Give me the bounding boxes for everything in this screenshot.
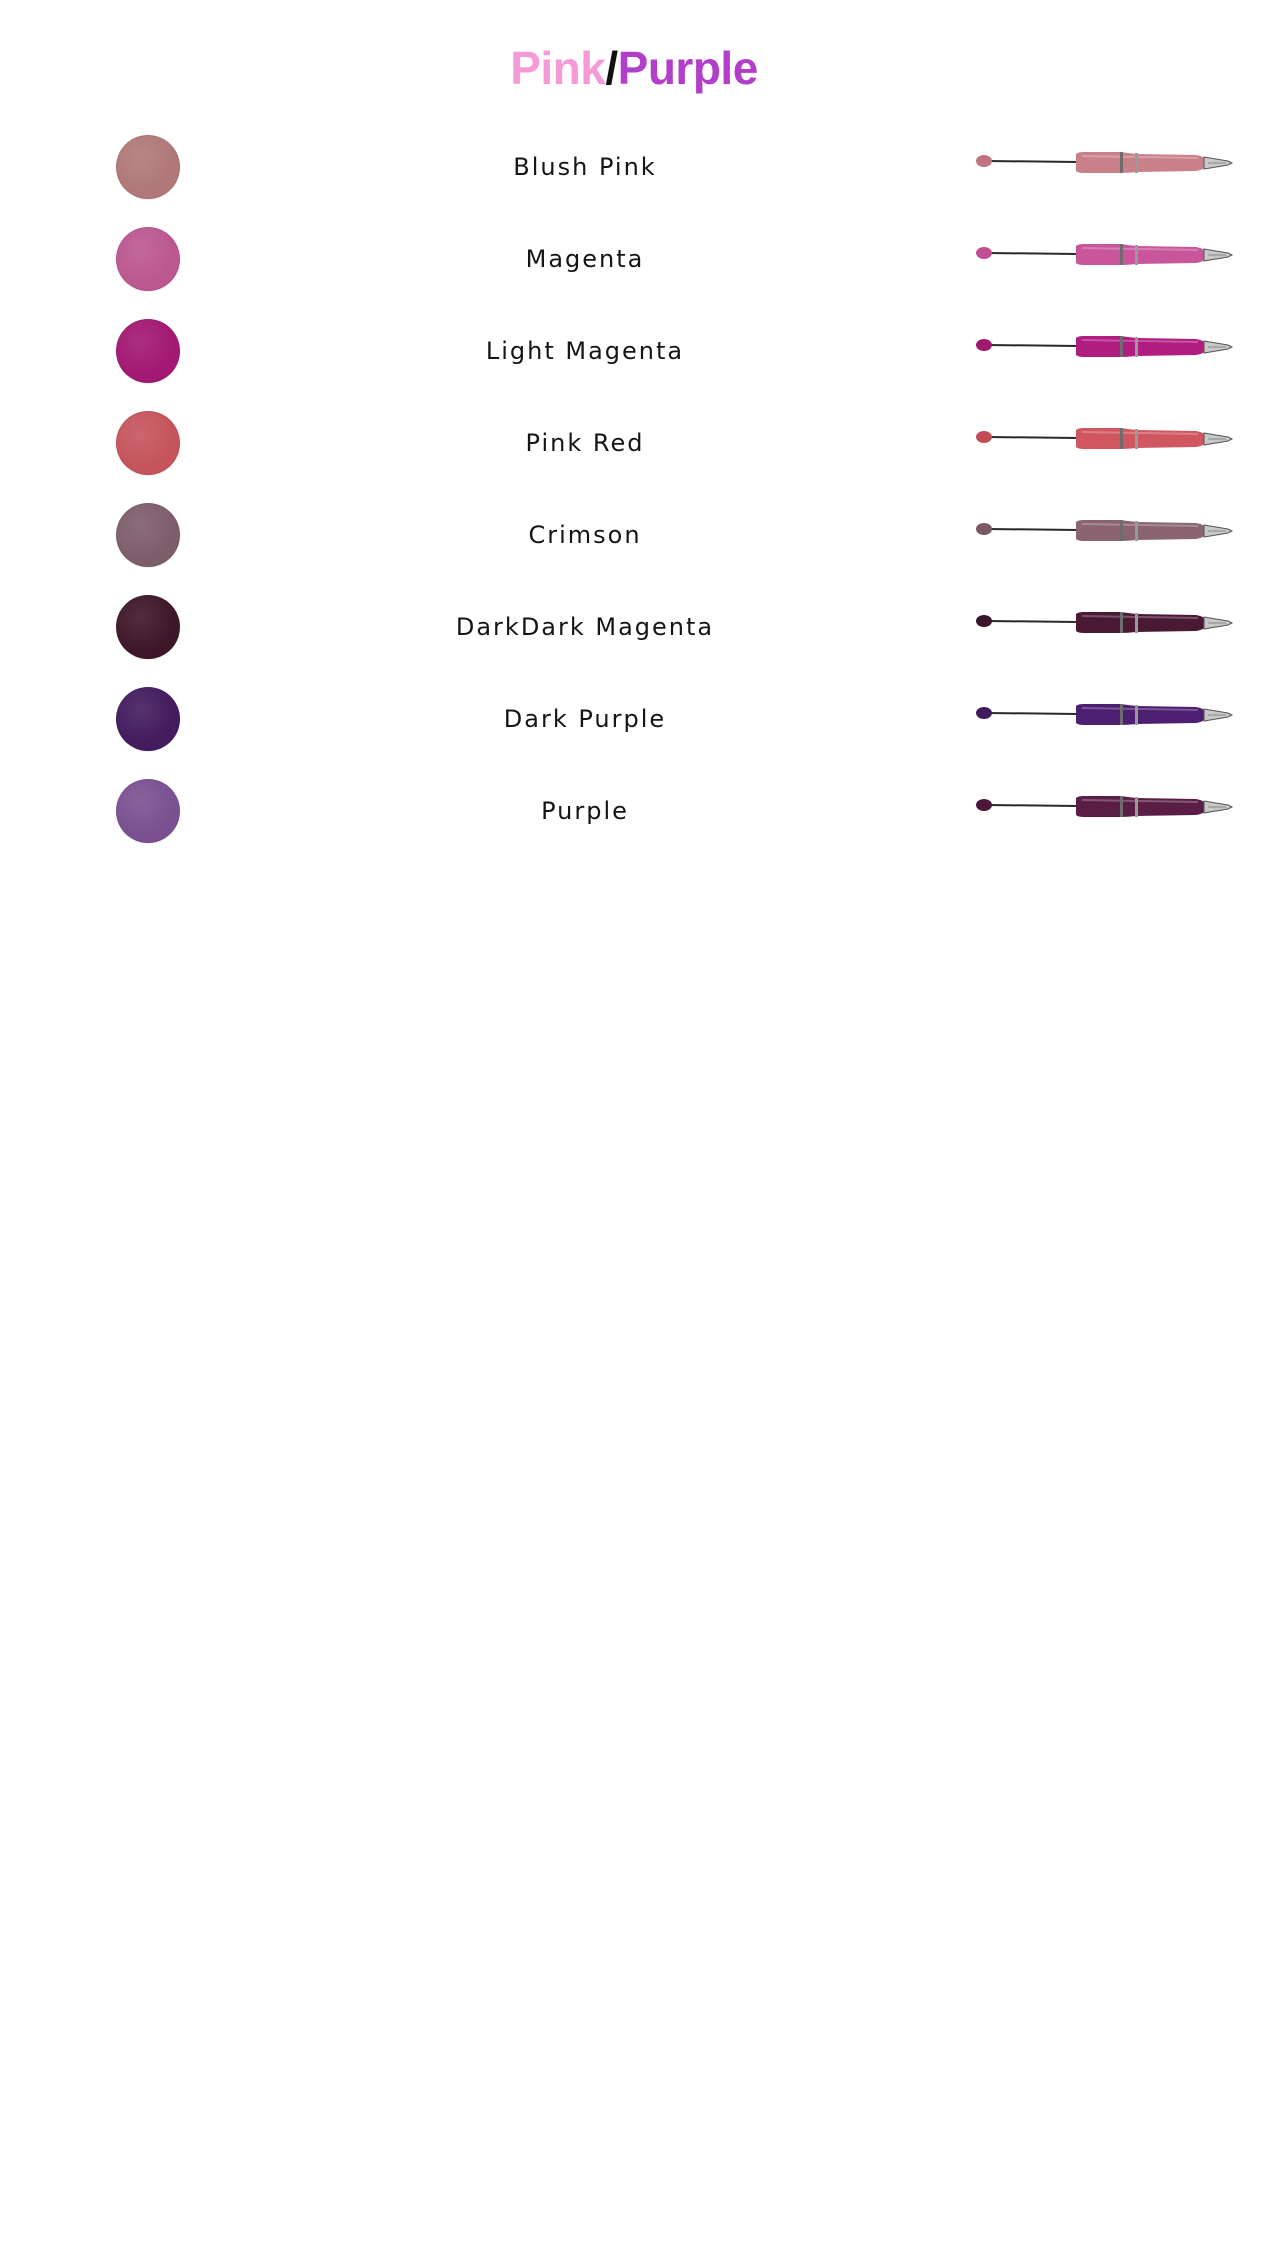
- pen-icon: [976, 244, 1234, 265]
- color-name: DarkDark Magenta: [455, 613, 715, 641]
- pen-icon: [976, 704, 1234, 725]
- list-item: Crimson: [0, 499, 1268, 591]
- color-swatch: [116, 319, 180, 383]
- list-item: DarkDark Magenta: [0, 591, 1268, 683]
- color-swatch: [116, 595, 180, 659]
- color-swatch: [116, 135, 180, 199]
- pen-icon: [976, 152, 1234, 173]
- color-name: Purple: [541, 797, 629, 825]
- color-list: Blush Pink Magenta Light Magenta Pink Re…: [0, 131, 1268, 867]
- title-purple: Purple: [617, 42, 759, 94]
- color-swatch: [116, 411, 180, 475]
- pen-icon: [976, 428, 1234, 449]
- list-item: Light Magenta: [0, 315, 1268, 407]
- pen-icon: [976, 796, 1234, 817]
- color-name: Dark Purple: [503, 705, 667, 733]
- color-swatch: [116, 503, 180, 567]
- color-swatch: [116, 687, 180, 751]
- list-item: Magenta: [0, 223, 1268, 315]
- color-name: Magenta: [525, 245, 645, 273]
- list-item: Blush Pink: [0, 131, 1268, 223]
- color-name: Crimson: [528, 521, 642, 549]
- list-item: Pink Red: [0, 407, 1268, 499]
- color-name: Light Magenta: [485, 337, 685, 365]
- pen-icon: [976, 612, 1234, 633]
- list-item: Purple: [0, 775, 1268, 867]
- color-name: Pink Red: [525, 429, 645, 457]
- list-item: Dark Purple: [0, 683, 1268, 775]
- color-name: Blush Pink: [513, 153, 657, 181]
- color-swatch: [116, 779, 180, 843]
- pen-icon: [976, 336, 1234, 357]
- page-title: Pink/Purple: [0, 36, 1268, 100]
- title-separator: /: [605, 42, 618, 94]
- title-pink: Pink: [510, 42, 606, 94]
- color-swatch: [116, 227, 180, 291]
- pen-icon: [976, 520, 1234, 541]
